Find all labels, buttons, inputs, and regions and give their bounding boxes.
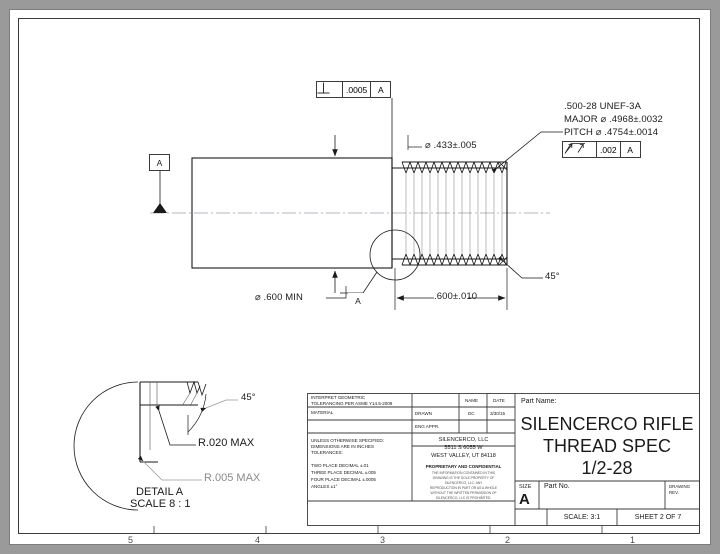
part-name-line-1: SILENCERCO RIFLE xyxy=(520,414,694,434)
part-name-line-3: 1/2-28 xyxy=(581,458,633,478)
perpendicularity-tolerance: .0005 xyxy=(343,82,372,97)
thread-chamfer-top xyxy=(498,161,508,171)
company-line-3: WEST VALLEY, UT 84118 xyxy=(431,453,496,459)
detail-r005-label: R.005 MAX xyxy=(204,472,261,484)
perpendicularity-datum: A xyxy=(377,84,384,95)
column-header-name: NAME xyxy=(465,398,479,403)
confidential-heading: PROPRIETARY AND CONFIDENTIAL xyxy=(425,464,502,469)
company-line-2: 5511 S 6055 W xyxy=(444,445,483,451)
row-label-drawn: DRAWN xyxy=(415,411,432,416)
interpret-note-line-2: TOLERANCING PER ASME Y14.5-2009 xyxy=(311,401,393,406)
drawn-date: 3/30/15 xyxy=(490,411,505,416)
company-line-1: SILENCERCO, LLC xyxy=(438,437,489,443)
part-name-line-2: THREAD SPEC xyxy=(542,436,672,456)
detail-circle-leader xyxy=(340,271,378,294)
detail-angle-leader xyxy=(193,393,228,400)
chamfer-angle-leader xyxy=(497,255,543,279)
title-block-grid xyxy=(307,393,700,526)
detail-thread-profile xyxy=(186,380,207,397)
confidential-line-2: DRAWING IS THE SOLE PROPERTY OF xyxy=(432,476,495,480)
detail-r020-label: R.020 MAX xyxy=(198,437,255,449)
thread-profile-top xyxy=(401,161,507,174)
tolerance-three-place: THREE PLACE DECIMAL ±.005 xyxy=(311,470,376,475)
detail-dim-arc xyxy=(187,393,207,433)
confidential-line-4: REPRODUCTION IN PART OR AS A WHOLE xyxy=(429,486,498,490)
min-diameter-label: ⌀ .600 MIN xyxy=(255,292,303,303)
profile-of-a-line-icon xyxy=(564,143,585,154)
thread-profile-bottom xyxy=(401,253,507,266)
thread-length-label: .600±.010 xyxy=(434,291,478,302)
size-label: SIZE xyxy=(519,484,532,490)
shank-diameter-label: ⌀ .433±.005 xyxy=(425,140,477,151)
profile-of-line-fcf: .002 A xyxy=(562,141,641,158)
zone-label-2: 2 xyxy=(505,535,511,545)
title-block: INTERPRET GEOMETRIC TOLERANCING PER ASME… xyxy=(307,393,700,526)
profile-datum: A xyxy=(627,144,633,155)
column-header-date: DATE xyxy=(493,398,505,403)
interpret-note-line-1: INTERPRET GEOMETRIC xyxy=(311,395,366,400)
drawing-rev-label-line-2: REV. xyxy=(669,490,679,495)
zone-label-1: 1 xyxy=(630,535,636,545)
unless-note-line-1: UNLESS OTHERWISE SPECIFIED: xyxy=(311,438,384,443)
confidential-line-5: WITHOUT THE WRITTEN PERMISSION OF xyxy=(430,491,497,495)
detail-a-scale: SCALE 8 : 1 xyxy=(130,498,191,510)
confidential-line-3: SILENCERCO, LLC. ANY xyxy=(444,481,483,485)
row-label-eng-appr: ENG APPR. xyxy=(415,424,440,429)
thread-callout-leader xyxy=(491,131,563,173)
detail-r020-leader xyxy=(155,405,196,446)
zone-label-4: 4 xyxy=(255,535,261,545)
unless-note-line-3: TOLERANCES: xyxy=(311,450,343,455)
zone-tick-marks xyxy=(153,526,603,534)
unless-note-line-2: DIMENSIONS ARE IN INCHES xyxy=(311,444,374,449)
scale-value: SCALE: 3:1 xyxy=(563,514,601,521)
detail-a-title: DETAIL A xyxy=(136,486,184,498)
detail-angle-label: 45° xyxy=(241,392,256,403)
datum-feature-a-left: A xyxy=(149,154,170,171)
detail-a-view xyxy=(73,380,238,511)
tolerance-angles: ANGLES ±1° xyxy=(311,484,338,489)
zone-label-3: 3 xyxy=(380,535,386,545)
tolerance-four-place: FOUR PLACE DECIMAL ±.0005 xyxy=(311,477,376,482)
drawing-rev-label-line-1: DRAWING xyxy=(669,484,691,489)
size-value: A xyxy=(519,491,530,508)
chamfer-angle-label: 45° xyxy=(545,271,560,282)
detail-thread-flank-2 xyxy=(189,392,198,407)
confidential-line-1: THE INFORMATION CONTAINED IN THIS xyxy=(431,471,496,475)
detail-r005-leader xyxy=(137,455,202,481)
perpendicularity-symbol xyxy=(317,82,343,97)
drawing-sheet: .0005 A A A .002 A ⌀ .433±.005 ⌀ .600 MI… xyxy=(10,10,710,545)
perpendicularity-fcf: .0005 A xyxy=(316,81,392,98)
material-label: MATERIAL xyxy=(311,410,334,415)
zone-label-5: 5 xyxy=(128,535,134,545)
confidential-line-6: SILENCERCO, LLC IS PROHIBITED. xyxy=(435,496,492,500)
drawing-border xyxy=(18,18,700,534)
detail-45-leader xyxy=(200,399,238,412)
detail-thread-flank-1 xyxy=(181,392,191,407)
part-no-label: Part No. xyxy=(544,483,570,490)
sheet-value: SHEET 2 OF 7 xyxy=(634,514,682,521)
perpendicularity-icon xyxy=(317,82,330,94)
drawing-geometry xyxy=(73,98,603,534)
drawn-by-name: DC xyxy=(468,411,475,416)
detail-a-boundary xyxy=(73,381,139,511)
thread-callout-line-3: PITCH ⌀ .4754±.0014 xyxy=(564,127,659,138)
profile-tolerance: .002 xyxy=(597,142,621,157)
thread-callout-line-2: MAJOR ⌀ .4968±.0032 xyxy=(564,114,663,125)
datum-feature-a-detail: A xyxy=(348,293,368,309)
thread-callout-line-1: .500-28 UNEF-3A xyxy=(564,101,642,112)
part-name-label: Part Name: xyxy=(521,398,557,405)
datum-a-triangle-left xyxy=(153,203,167,213)
min-dia-leader xyxy=(326,286,347,299)
profile-of-a-line-symbol xyxy=(563,142,597,157)
tolerance-two-place: TWO PLACE DECIMAL ±.01 xyxy=(311,463,369,468)
thread-flank-lines xyxy=(405,173,503,254)
